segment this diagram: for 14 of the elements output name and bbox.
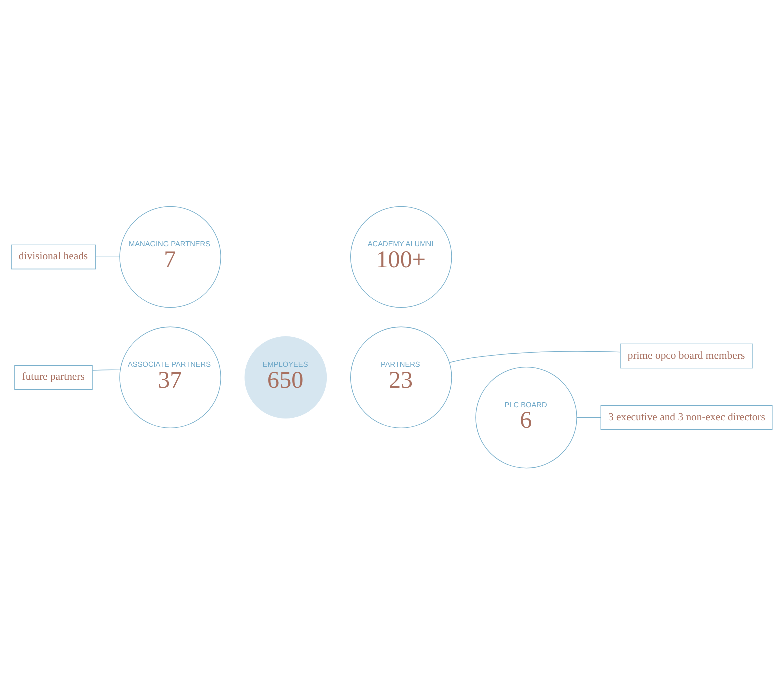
node-circle: PLC BOARD 6 — [476, 366, 578, 469]
node-box: 3 executive and 3 non-exec directors — [600, 405, 773, 430]
connector — [92, 370, 121, 371]
node-circle: MANAGING PARTNERS 7 — [120, 206, 222, 308]
connector — [576, 417, 602, 418]
node-circle: ACADEMY ALUMNI 100+ — [350, 206, 452, 308]
node-box: divisional heads — [11, 244, 96, 270]
node-circle: PARTNERS 23 — [350, 326, 452, 428]
node-circle: EMPLOYEES 650 — [244, 336, 328, 419]
node-circle: ASSOCIATE PARTNERS 37 — [120, 326, 222, 428]
node-box: future partners — [14, 365, 93, 390]
connector — [96, 256, 120, 258]
node-box: prime opco board members — [620, 344, 754, 369]
connector — [449, 351, 621, 364]
